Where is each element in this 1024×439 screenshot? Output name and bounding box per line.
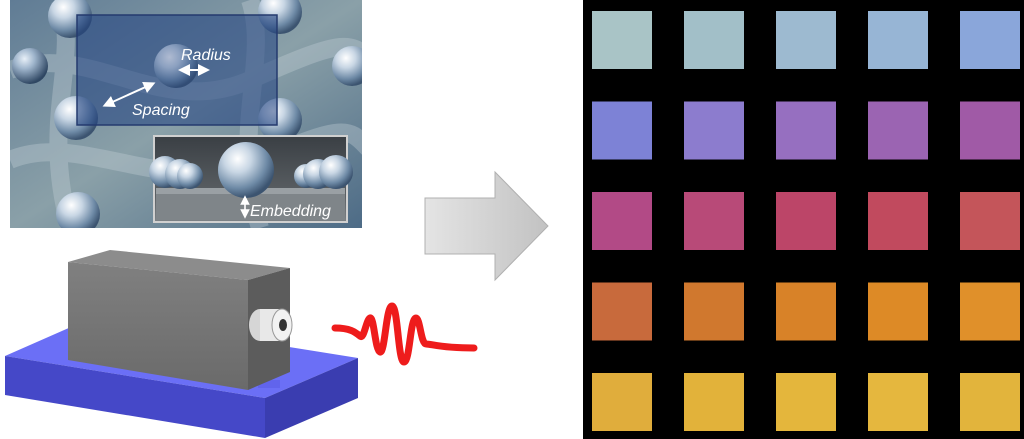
color-swatch [776, 282, 836, 341]
laser-pulse [331, 302, 478, 366]
color-swatch [684, 373, 744, 431]
process-arrow [424, 170, 549, 282]
radius-label: Radius [181, 47, 231, 64]
laser-source [68, 250, 293, 390]
color-swatch [776, 101, 836, 160]
color-swatch [592, 101, 652, 160]
color-swatch [868, 101, 928, 160]
color-swatch [684, 192, 744, 250]
color-swatch [684, 282, 744, 341]
color-swatch-grid [583, 0, 1024, 439]
color-swatch [592, 192, 652, 250]
spacing-label: Spacing [132, 102, 190, 119]
color-swatch [684, 11, 744, 69]
color-swatch [868, 282, 928, 341]
laser-setup [5, 250, 478, 438]
embedding-label: Embedding [250, 203, 331, 220]
color-swatch [960, 282, 1020, 341]
color-swatch [592, 373, 652, 431]
color-swatch [868, 11, 928, 69]
color-swatch [960, 101, 1020, 160]
embedding-inset: Embedding [149, 135, 353, 223]
color-swatch [960, 192, 1020, 250]
color-swatch [592, 11, 652, 69]
color-swatch [868, 373, 928, 431]
spacing-arrow [102, 82, 156, 107]
color-swatch [960, 11, 1020, 69]
color-swatch [868, 192, 928, 250]
color-swatch [776, 373, 836, 431]
color-swatch [776, 11, 836, 69]
laser-lens [249, 308, 293, 342]
nanoparticle-array-panel: Radius Spacing [10, 0, 362, 228]
color-swatch [684, 101, 744, 160]
color-swatch [960, 373, 1020, 431]
color-swatch [592, 282, 652, 341]
color-swatch [776, 192, 836, 250]
